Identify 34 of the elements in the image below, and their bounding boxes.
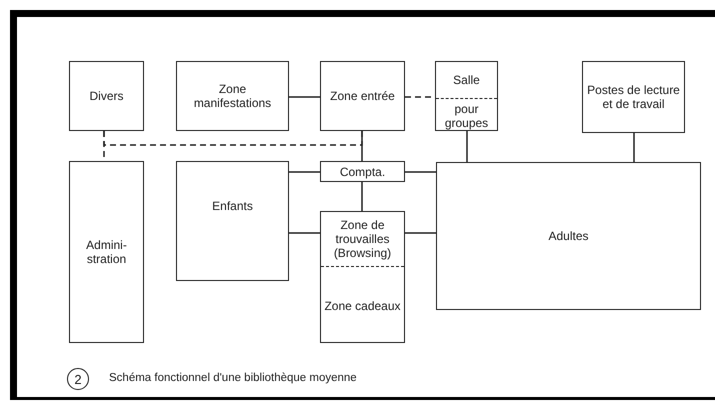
room-box <box>320 161 405 182</box>
room-box <box>176 61 289 131</box>
connector-line <box>405 171 436 173</box>
room-box <box>69 161 144 343</box>
room-box <box>320 61 405 131</box>
room-box <box>436 162 701 310</box>
dashed-connector <box>103 131 363 146</box>
connector-line <box>466 131 468 162</box>
divided-room-box <box>435 61 498 131</box>
room-label: pour groupes <box>444 102 490 130</box>
connector-line <box>361 182 363 211</box>
room-label: Zone manifestations <box>192 82 272 110</box>
connector-line <box>361 131 363 161</box>
room-label: Admini- stration <box>85 238 128 266</box>
room-label: Compta. <box>338 164 386 178</box>
room-label: Zone cadeaux <box>323 298 402 312</box>
room-box <box>176 161 289 281</box>
room-box <box>69 61 144 131</box>
divided-room-box <box>320 211 405 343</box>
connector-line <box>289 96 320 98</box>
callout-number: 2 <box>67 368 89 390</box>
connector-line <box>633 133 635 162</box>
connector-line <box>405 232 436 234</box>
room-label: Zone de trouvailles (Browsing) <box>332 218 392 260</box>
room-label: Enfants <box>211 199 254 213</box>
room-label: Postes de lecture et de travail <box>586 83 681 111</box>
room-box <box>582 61 685 133</box>
room-label: Adultes <box>547 229 590 243</box>
room-label: Divers <box>88 89 124 103</box>
room-label: Salle <box>452 73 481 87</box>
figure-caption: Schéma fonctionnel d'une bibliothèque moyenne <box>109 372 357 384</box>
room-label: Zone entrée <box>329 89 396 103</box>
connector-line <box>289 171 320 173</box>
connector-line <box>289 232 320 234</box>
